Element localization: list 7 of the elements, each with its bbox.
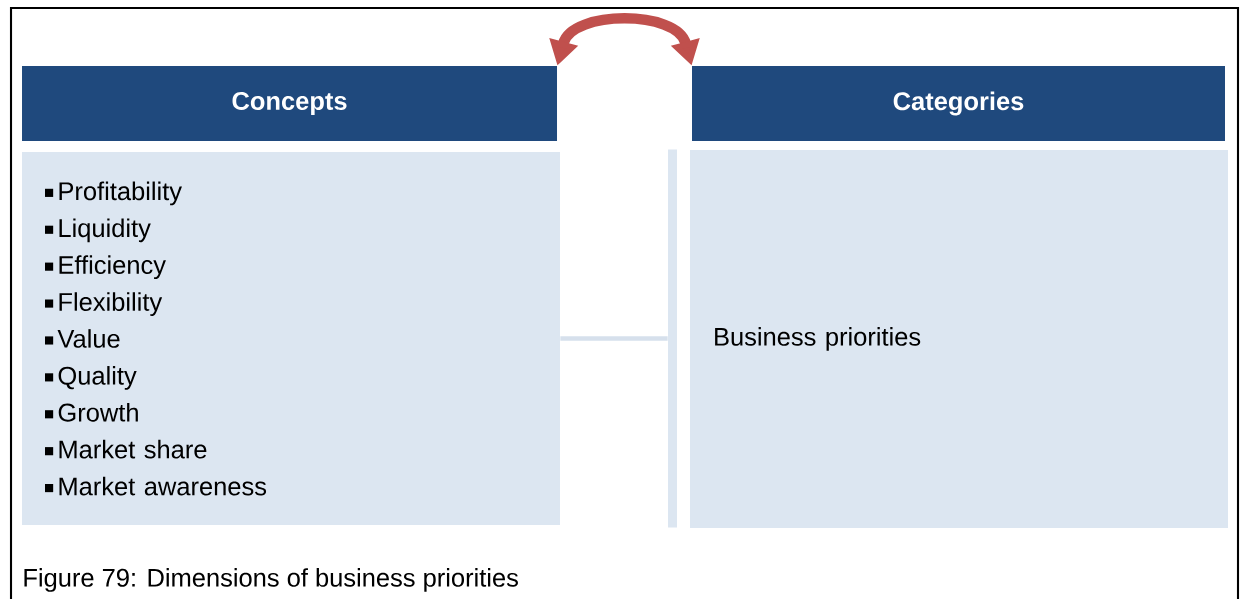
text-box: Business priorities	[690, 150, 1228, 528]
connector-bar	[668, 149, 677, 528]
list-box: Profitability Liquidity Efficiency Flexibility Value Quality Growth Market share Market awareness	[22, 152, 560, 525]
column-header: Concepts	[22, 66, 557, 141]
connector-line	[560, 336, 668, 341]
figure-caption: Figure 79: Dimensions of business priorities	[24, 568, 518, 592]
column-header: Categories	[692, 66, 1225, 141]
